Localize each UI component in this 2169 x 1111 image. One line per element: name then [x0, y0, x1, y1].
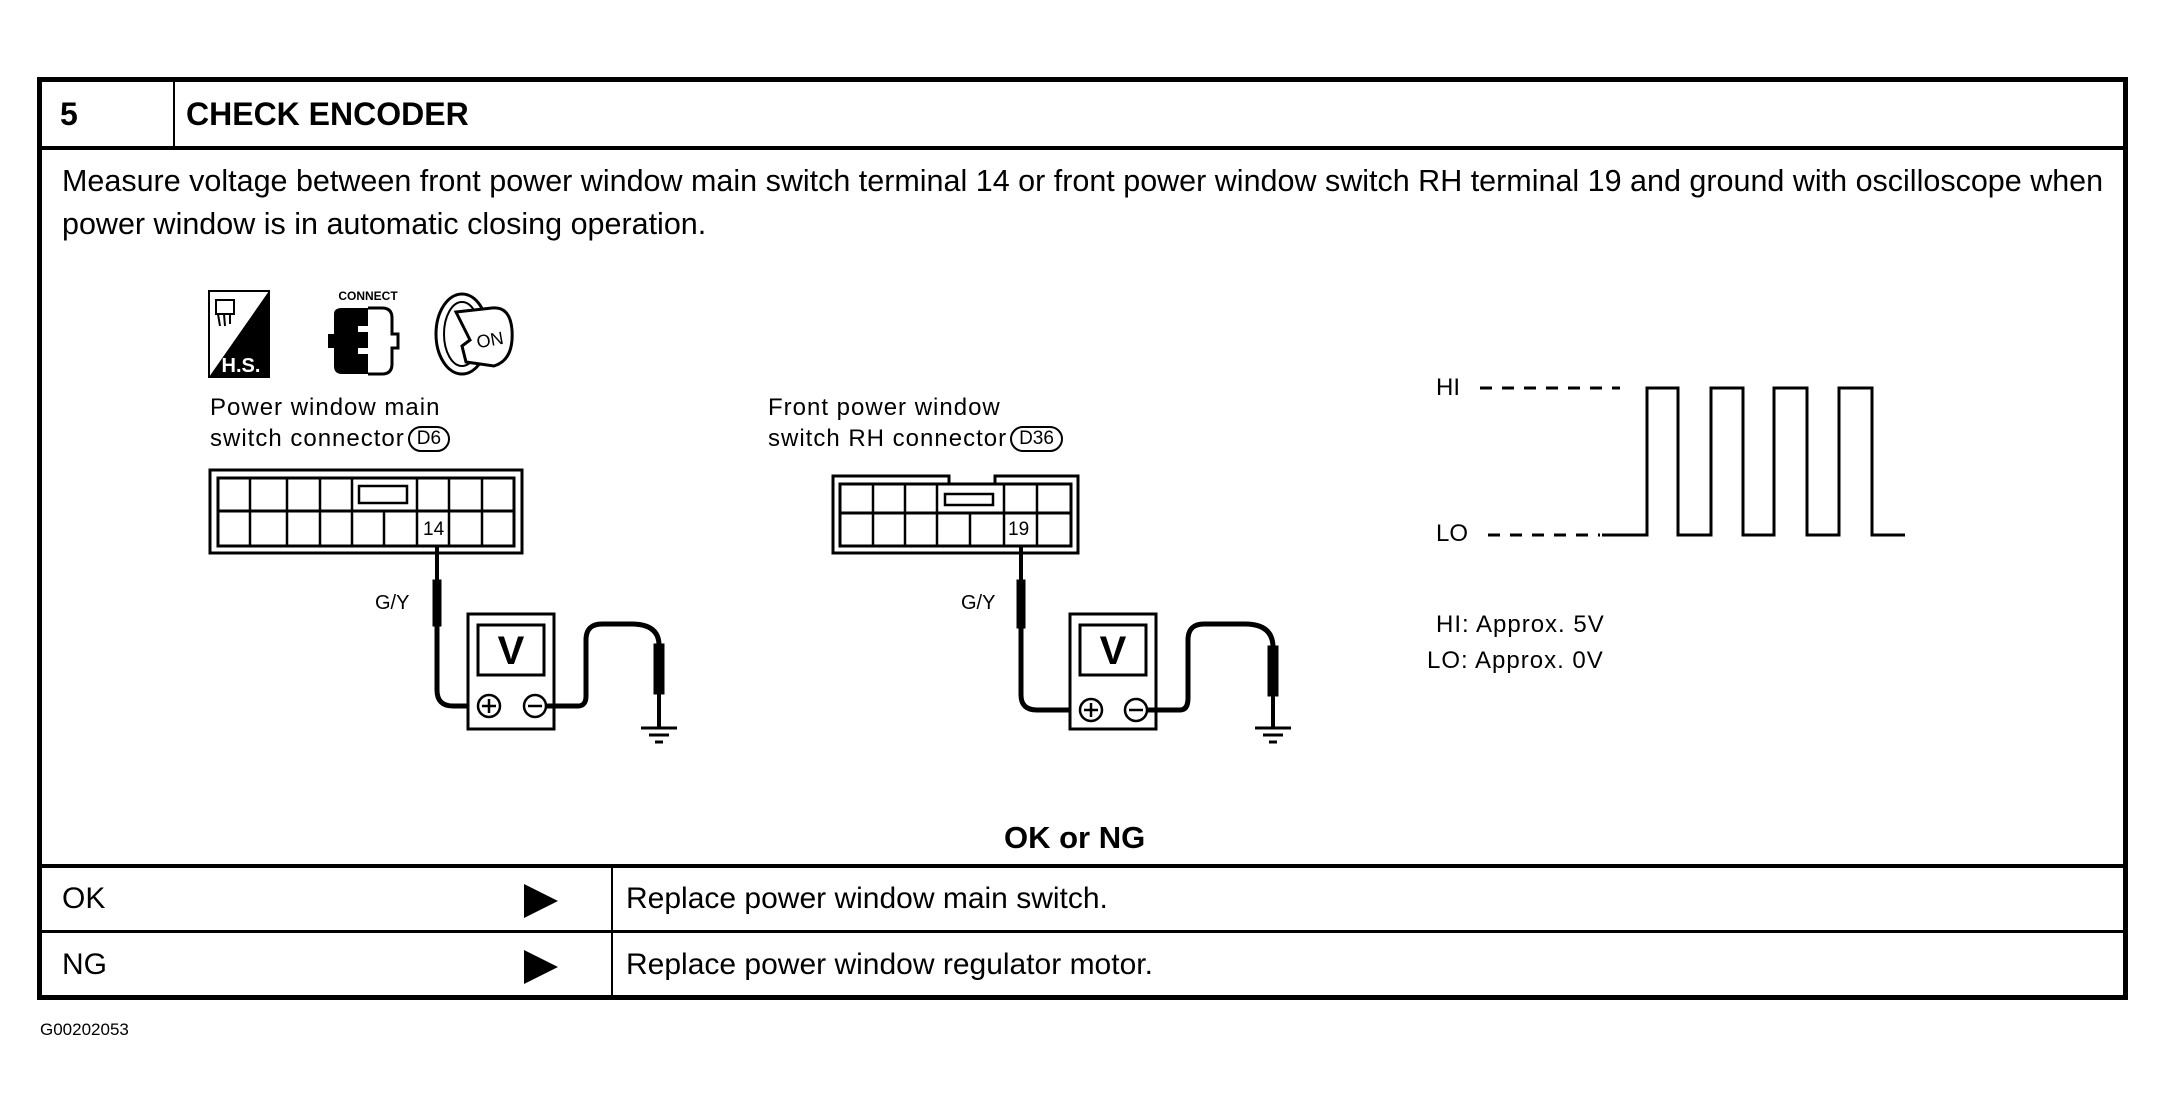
voltmeter-1	[466, 612, 556, 731]
connector-d36	[831, 474, 1080, 555]
voltmeter-2	[1068, 612, 1158, 731]
result-action: Replace power window regulator motor.	[626, 948, 1153, 981]
row-divider	[37, 930, 2128, 933]
result-action: Replace power window main switch.	[626, 882, 1108, 915]
wire-color-label: G/Y	[961, 592, 996, 614]
probe-wire-1	[432, 546, 480, 709]
judgement-divider	[37, 864, 2128, 868]
on-label: ON	[475, 328, 505, 352]
hi-level-label: HI	[1436, 374, 1460, 401]
step-description: Measure voltage between front power wind…	[62, 164, 2104, 241]
step-frame	[37, 77, 2128, 1000]
header-column-divider	[173, 80, 175, 148]
lo-voltage-spec: LO: Approx. 0V	[1427, 647, 1604, 674]
square-waveform	[1480, 386, 1905, 537]
figure-id: G00202053	[40, 1020, 129, 1039]
connector-code-badge: D36	[1010, 426, 1063, 452]
voltmeter-label: V	[498, 629, 525, 673]
ground-wire-1	[546, 621, 665, 728]
connector-label-line2: switch connector	[210, 425, 405, 452]
arrow-right-icon	[524, 950, 558, 984]
probe-wire-2	[1016, 546, 1070, 713]
connector-code-badge: D6	[407, 426, 451, 452]
hs-label: H.S.	[222, 355, 261, 377]
judgement-title: OK or NG	[1004, 820, 1146, 855]
step-number: 5	[60, 96, 78, 132]
hi-voltage-spec: HI: Approx. 5V	[1436, 611, 1605, 638]
lo-level-label: LO	[1436, 520, 1469, 547]
wire-color-label: G/Y	[375, 592, 410, 614]
result-column-divider	[611, 866, 613, 998]
connector-d6	[208, 468, 524, 555]
terminal-14-label: 14	[423, 519, 445, 540]
result-label: OK	[62, 882, 106, 915]
step-title: CHECK ENCODER	[186, 96, 469, 132]
arrow-right-icon	[524, 884, 558, 918]
connector-label-line1: Power window main	[210, 394, 441, 421]
encoder-pulse-trace	[1602, 386, 1905, 537]
ground-wire-2	[1147, 621, 1279, 728]
connector-label-line1: Front power window	[768, 394, 1001, 421]
connector-label-line2: switch RH connector	[768, 425, 1008, 452]
result-label: NG	[62, 948, 107, 981]
harness-side-icon: H.S.	[208, 290, 270, 383]
ground-symbol-icon	[1255, 726, 1291, 744]
ground-symbol-icon	[641, 726, 677, 744]
connect-icon: CONNECT	[322, 286, 414, 383]
header-divider	[37, 146, 2128, 150]
ignition-on-icon: ON	[432, 290, 524, 383]
voltmeter-label: V	[1100, 629, 1127, 673]
terminal-19-label: 19	[1008, 519, 1030, 540]
connect-label: CONNECT	[338, 289, 398, 303]
